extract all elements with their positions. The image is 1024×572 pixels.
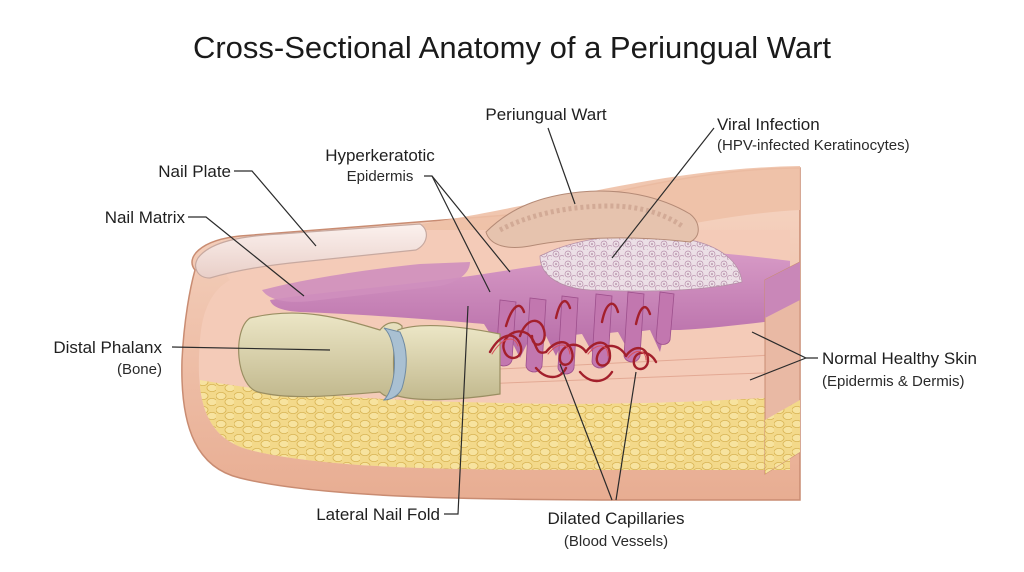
label-hyperkeratotic-sub: Epidermis [347, 168, 414, 185]
label-viral-infection-sub: (HPV-infected Keratinocytes) [717, 137, 910, 154]
joint-cartilage [382, 327, 407, 401]
label-normal-skin-sub: (Epidermis & Dermis) [822, 373, 965, 390]
finger-illustration [181, 166, 801, 501]
label-lateral-nail-fold: Lateral Nail Fold [316, 505, 440, 524]
label-hyperkeratotic: Hyperkeratotic [325, 146, 435, 165]
label-nail-matrix: Nail Matrix [105, 208, 186, 227]
wart-surface-growth [485, 190, 699, 248]
nail-matrix-shape [262, 262, 470, 302]
nail-plate-shape [195, 223, 427, 279]
label-distal-phalanx: Distal Phalanx [53, 338, 162, 357]
label-dilated-capillaries-sub: (Blood Vessels) [564, 533, 668, 550]
diagram-title: Cross-Sectional Anatomy of a Periungual … [193, 30, 831, 65]
dilated-capillaries [488, 299, 658, 383]
middle-phalanx-bone [392, 325, 501, 401]
labels: Periungual Wart Viral Infection (HPV-inf… [53, 105, 977, 550]
label-nail-plate: Nail Plate [158, 162, 231, 181]
label-periungual-wart: Periungual Wart [485, 105, 607, 124]
label-viral-infection: Viral Infection [717, 115, 820, 134]
subcutaneous-fat [200, 380, 790, 470]
leader-lines [171, 127, 818, 515]
label-dilated-capillaries: Dilated Capillaries [547, 509, 684, 528]
label-distal-phalanx-sub: (Bone) [117, 361, 162, 378]
label-normal-skin: Normal Healthy Skin [822, 349, 977, 368]
